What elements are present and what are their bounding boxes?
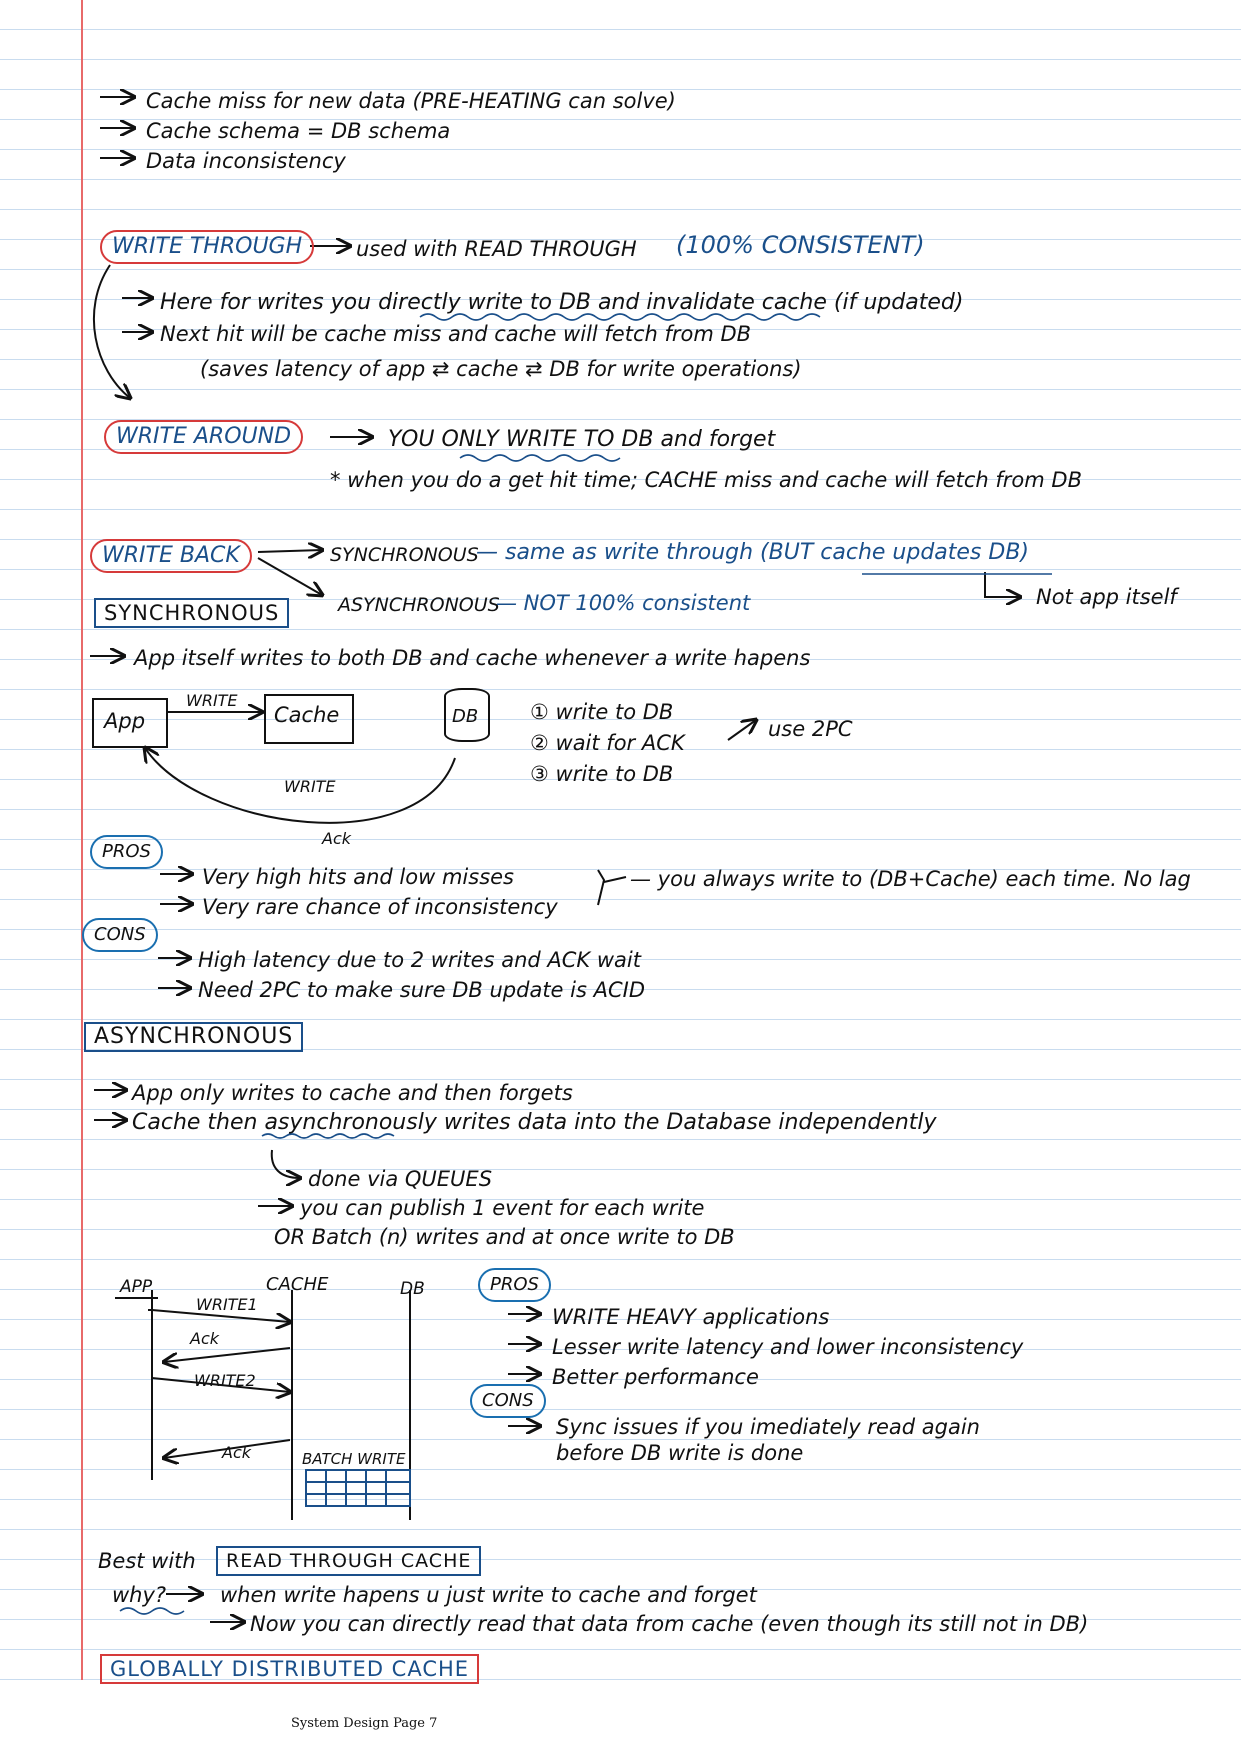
best-with-label: Best with bbox=[98, 1549, 196, 1573]
async-ack2: Ack bbox=[222, 1443, 252, 1462]
async-cache-label: CACHE bbox=[266, 1274, 329, 1295]
margin-line bbox=[81, 0, 83, 1680]
ruled-paper bbox=[0, 0, 1241, 1700]
sync-2pc-note: use 2PC bbox=[768, 717, 853, 741]
async-batch-write: BATCH WRITE bbox=[302, 1450, 406, 1468]
best-with-reason-2: Now you can directly read that data from… bbox=[250, 1612, 1089, 1636]
write-back-not-app: Not app itself bbox=[1036, 585, 1177, 609]
sync-write-top: WRITE bbox=[186, 691, 238, 710]
write-through-line-3: (saves latency of app ⇄ cache ⇄ DB for w… bbox=[200, 357, 802, 381]
async-write2: WRITE2 bbox=[194, 1371, 256, 1390]
sync-cache-box bbox=[264, 694, 354, 744]
write-through-line-2: Next hit will be cache miss and cache wi… bbox=[160, 322, 752, 346]
globally-distributed-cache-heading: GLOBALLY DISTRIBUTED CACHE bbox=[100, 1654, 480, 1684]
sync-db-label: DB bbox=[452, 706, 479, 727]
asynchronous-heading: ASYNCHRONOUS bbox=[84, 1022, 304, 1052]
async-publish: you can publish 1 event for each write bbox=[300, 1196, 705, 1220]
write-through-title: WRITE THROUGH bbox=[100, 230, 315, 264]
page-footer: System Design Page 7 bbox=[291, 1716, 438, 1731]
sync-write-bottom: WRITE bbox=[284, 777, 336, 796]
sync-cons-1: High latency due to 2 writes and ACK wai… bbox=[198, 948, 641, 972]
sync-pros-2: Very rare chance of inconsistency bbox=[202, 895, 558, 919]
sync-step-2: ② wait for ACK bbox=[530, 731, 685, 755]
async-pros-1: WRITE HEAVY applications bbox=[552, 1305, 830, 1329]
intro-line-2: Cache schema = DB schema bbox=[146, 119, 451, 143]
async-cons-label: CONS bbox=[470, 1384, 546, 1418]
write-through-consistency: (100% CONSISTENT) bbox=[676, 231, 925, 259]
synchronous-desc: App itself writes to both DB and cache w… bbox=[134, 646, 811, 670]
write-back-async-desc: — NOT 100% consistent bbox=[496, 591, 751, 615]
sync-step-3: ③ write to DB bbox=[530, 762, 674, 786]
async-db-label: DB bbox=[400, 1279, 425, 1299]
async-line-2: Cache then asynchronously writes data in… bbox=[132, 1110, 937, 1135]
write-through-tagline: used with READ THROUGH bbox=[356, 237, 637, 261]
sync-step-1: ① write to DB bbox=[530, 700, 674, 724]
write-around-line-2: * when you do a get hit time; CACHE miss… bbox=[330, 468, 1082, 492]
async-pros-2: Lesser write latency and lower inconsist… bbox=[552, 1335, 1024, 1359]
async-write1: WRITE1 bbox=[196, 1295, 258, 1314]
sync-pros-1: Very high hits and low misses bbox=[202, 865, 514, 889]
sync-app-label: App bbox=[104, 709, 146, 733]
write-around-title: WRITE AROUND bbox=[104, 420, 304, 454]
sync-pros-note: — you always write to (DB+Cache) each ti… bbox=[630, 867, 1191, 891]
sync-cons-label: CONS bbox=[82, 918, 158, 952]
sync-cache-label: Cache bbox=[274, 703, 340, 727]
write-around-line-1: YOU ONLY WRITE TO DB and forget bbox=[388, 427, 776, 452]
sync-ack: Ack bbox=[322, 829, 352, 848]
best-with-reason-1: when write hapens u just write to cache … bbox=[220, 1583, 757, 1607]
intro-line-3: Data inconsistency bbox=[146, 149, 346, 173]
async-pros-label: PROS bbox=[478, 1268, 551, 1302]
best-with-why: why? bbox=[112, 1583, 167, 1607]
write-back-async-label: ASYNCHRONOUS bbox=[338, 594, 500, 616]
async-via: done via QUEUES bbox=[308, 1167, 493, 1191]
write-through-line-1: Here for writes you directly write to DB… bbox=[160, 290, 964, 315]
async-pros-3: Better performance bbox=[552, 1365, 759, 1389]
async-ack1: Ack bbox=[190, 1329, 220, 1348]
sync-cons-2: Need 2PC to make sure DB update is ACID bbox=[198, 978, 645, 1002]
async-line-1: App only writes to cache and then forget… bbox=[132, 1081, 573, 1105]
async-app-label: APP bbox=[120, 1277, 153, 1297]
sync-pros-label: PROS bbox=[90, 835, 163, 869]
best-with-target: READ THROUGH CACHE bbox=[216, 1546, 482, 1576]
sync-app-box bbox=[92, 698, 168, 748]
async-batch: OR Batch (n) writes and at once write to… bbox=[274, 1225, 735, 1249]
synchronous-heading: SYNCHRONOUS bbox=[94, 598, 290, 628]
write-back-sync-desc: — same as write through (BUT cache updat… bbox=[476, 540, 1029, 565]
intro-line-1: Cache miss for new data (PRE-HEATING can… bbox=[146, 89, 676, 113]
sync-db-cylinder bbox=[444, 688, 490, 742]
write-back-sync-label: SYNCHRONOUS bbox=[330, 544, 479, 566]
write-back-title: WRITE BACK bbox=[90, 539, 252, 573]
async-cons-1: Sync issues if you imediately read again… bbox=[556, 1415, 980, 1465]
